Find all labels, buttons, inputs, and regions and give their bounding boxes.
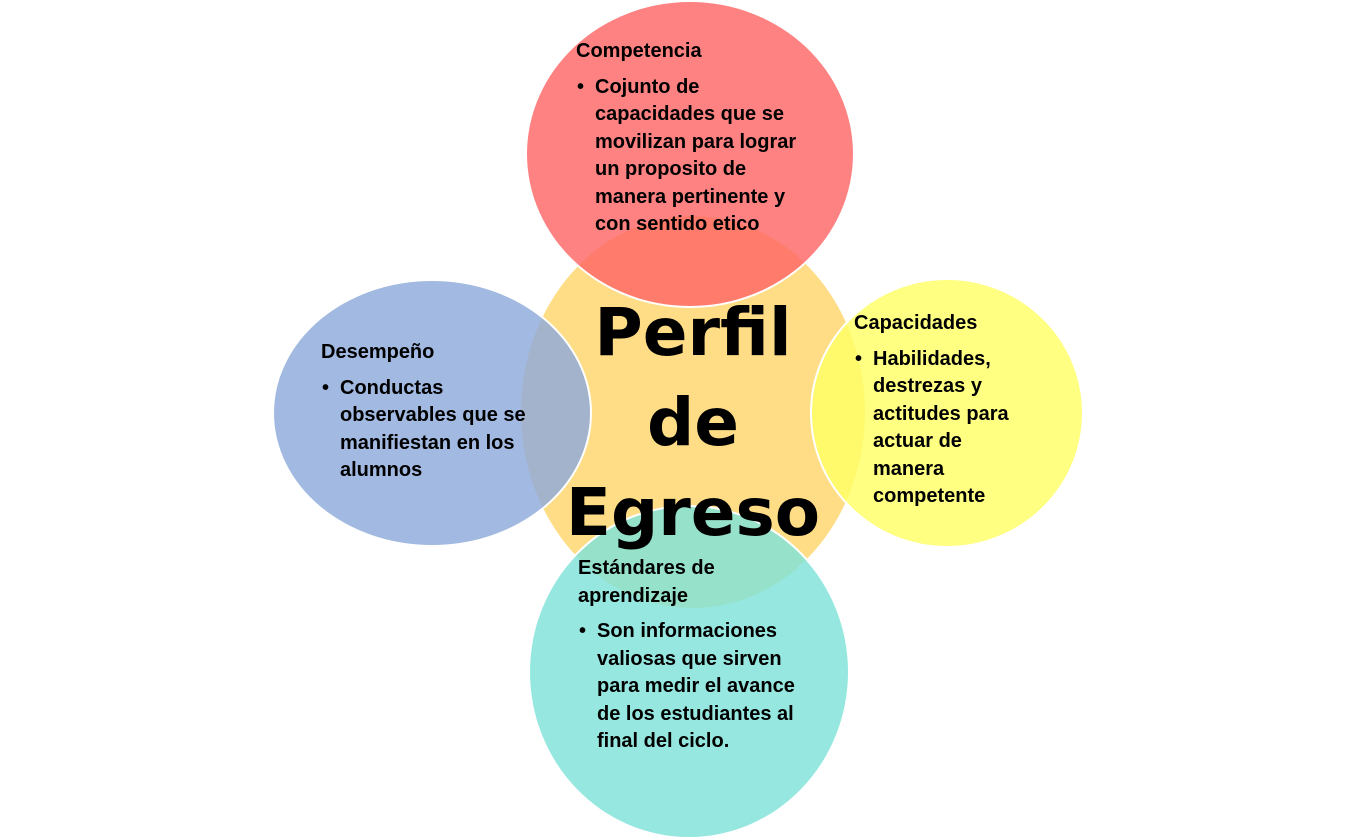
competencia-bullet: Cojunto de capacidades que se movilizan …: [577, 74, 808, 239]
estandares-bullet-list: Son informaciones valiosas que sirven pa…: [578, 618, 810, 756]
competencia-bullet-list: Cojunto de capacidades que se movilizan …: [576, 74, 808, 239]
center-title-line: de: [646, 384, 739, 461]
center-title-line: Egreso: [565, 474, 821, 551]
desempeno-text-block: Desempeño Conductas observables que se m…: [321, 339, 546, 485]
estandares-bullet: Son informaciones valiosas que sirven pa…: [579, 618, 810, 756]
estandares-heading: Estándares de aprendizaje: [578, 557, 715, 607]
competencia-text-block: Competencia Cojunto de capacidades que s…: [576, 38, 808, 239]
capacidades-text-block: Capacidades Habilidades, destrezas y act…: [854, 310, 1024, 511]
capacidades-bullet: Habilidades, destrezas y actitudes para …: [855, 346, 1024, 511]
capacidades-heading: Capacidades: [854, 312, 978, 334]
desempeno-bullet-list: Conductas observables que se manifiestan…: [321, 375, 546, 485]
desempeno-heading: Desempeño: [321, 341, 435, 363]
estandares-text-block: Estándares de aprendizaje Son informacio…: [578, 555, 810, 756]
capacidades-bullet-list: Habilidades, destrezas y actitudes para …: [854, 346, 1024, 511]
competencia-heading: Competencia: [576, 40, 702, 62]
center-title-line: Perfil: [594, 294, 792, 371]
center-title: Perfil de Egreso: [519, 288, 867, 558]
desempeno-bullet: Conductas observables que se manifiestan…: [322, 375, 546, 485]
